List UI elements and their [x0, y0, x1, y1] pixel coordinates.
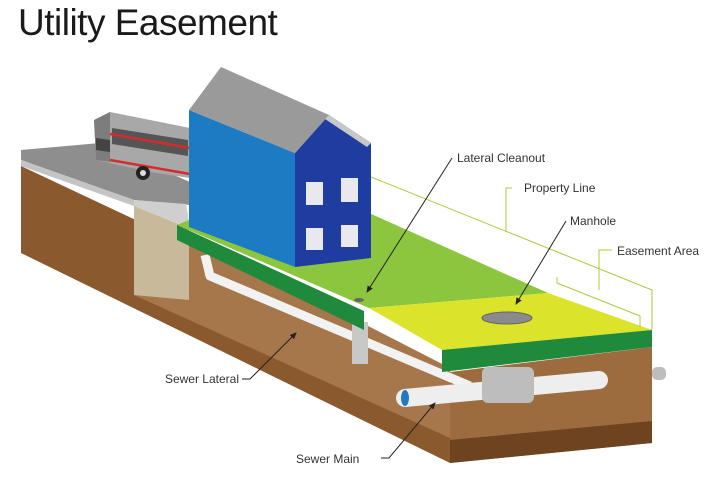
easement-boundary: [556, 277, 641, 327]
road: [21, 143, 190, 205]
sewer-main-leader: [381, 402, 436, 459]
window: [341, 225, 358, 247]
diagram-title: Utility Easement: [18, 2, 278, 43]
manhole-cover: [481, 311, 533, 325]
pipe-stub: [652, 367, 666, 380]
sewer-main-opening: [401, 390, 409, 406]
window: [341, 178, 358, 202]
label-sewer-main: Sewer Main: [296, 452, 359, 466]
label-property-line: Property Line: [524, 181, 596, 195]
label-manhole: Manhole: [570, 214, 616, 228]
label-easement-area: Easement Area: [617, 244, 699, 258]
property-line: [370, 176, 653, 330]
label-sewer-lateral: Sewer Lateral: [165, 372, 239, 386]
lateral-cleanout-leader: [366, 157, 453, 293]
sewer-lateral-pipe: [200, 253, 472, 391]
easement-edge: [442, 330, 652, 372]
lawn-edge: [177, 225, 364, 330]
bus: [94, 112, 191, 180]
soil-bottom: [450, 421, 652, 463]
sidewalk: [134, 200, 190, 228]
window: [306, 228, 323, 250]
road-edge: [21, 160, 134, 206]
property-line-bracket: [505, 187, 512, 232]
window: [306, 182, 323, 205]
manhole-shaft: [482, 367, 534, 403]
easement-bracket: [598, 249, 612, 290]
cleanout-riser: [352, 322, 368, 364]
cleanout-cap: [354, 298, 364, 302]
cutaway-back-wall: [134, 206, 189, 300]
house: [189, 67, 371, 267]
manhole-leader: [515, 220, 567, 305]
label-lateral-cleanout: Lateral Cleanout: [457, 151, 546, 165]
soil-cutaway: [134, 206, 450, 438]
sewer-lateral-leader: [242, 332, 297, 380]
